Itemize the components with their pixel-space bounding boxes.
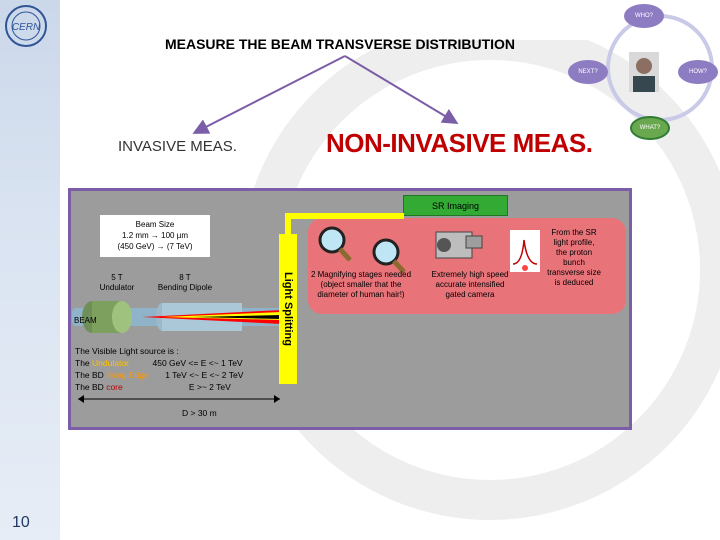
source-title: The Visible Light source is :: [75, 346, 179, 356]
beam-label: BEAM: [74, 316, 97, 326]
source-row1-b: Undulator: [92, 358, 129, 368]
source-row2-a: The BD: [75, 370, 106, 380]
invasive-label: INVASIVE MEAS.: [118, 138, 237, 155]
beam-size-title: Beam Size: [100, 219, 210, 230]
beam-size-line-2: (450 GeV) → (7 TeV): [100, 241, 210, 252]
camera-icon: [426, 222, 484, 266]
light-splitting-label: Light Splitting: [282, 272, 294, 346]
magnifier-1-icon: [314, 224, 354, 264]
source-row3-b: core: [106, 382, 123, 392]
page-number: 10: [12, 514, 30, 532]
camera-text: Extremely high speed accurate intensifie…: [420, 270, 520, 300]
source-row3-a: The BD: [75, 382, 106, 392]
beamline-graphic: [72, 290, 282, 340]
source-row2-b: rising Edge: [106, 370, 149, 380]
source-row1-c: 450 GeV <= E <~ 1 TeV: [129, 358, 243, 368]
light-source-text: The Visible Light source is : The Undula…: [75, 345, 243, 393]
split-arrows: [0, 0, 720, 200]
beam-size-line-1: 1.2 mm → 100 µm: [100, 230, 210, 241]
distance-label: D > 30 m: [182, 408, 217, 418]
sr-imaging-label: SR Imaging: [403, 195, 508, 216]
source-row2-c: 1 TeV <~ E <~ 2 TeV: [149, 370, 244, 380]
magnifying-text: 2 Magnifying stages needed (object small…: [306, 270, 416, 300]
distance-arrow: [76, 392, 282, 406]
profile-text: From the SR light profile, the proton bu…: [536, 228, 612, 288]
beam-size-box: Beam Size 1.2 mm → 100 µm (450 GeV) → (7…: [100, 215, 210, 257]
noninvasive-label: NON-INVASIVE MEAS.: [326, 128, 592, 159]
source-row3-c: E >~ 2 TeV: [123, 382, 231, 392]
source-row1-a: The: [75, 358, 92, 368]
